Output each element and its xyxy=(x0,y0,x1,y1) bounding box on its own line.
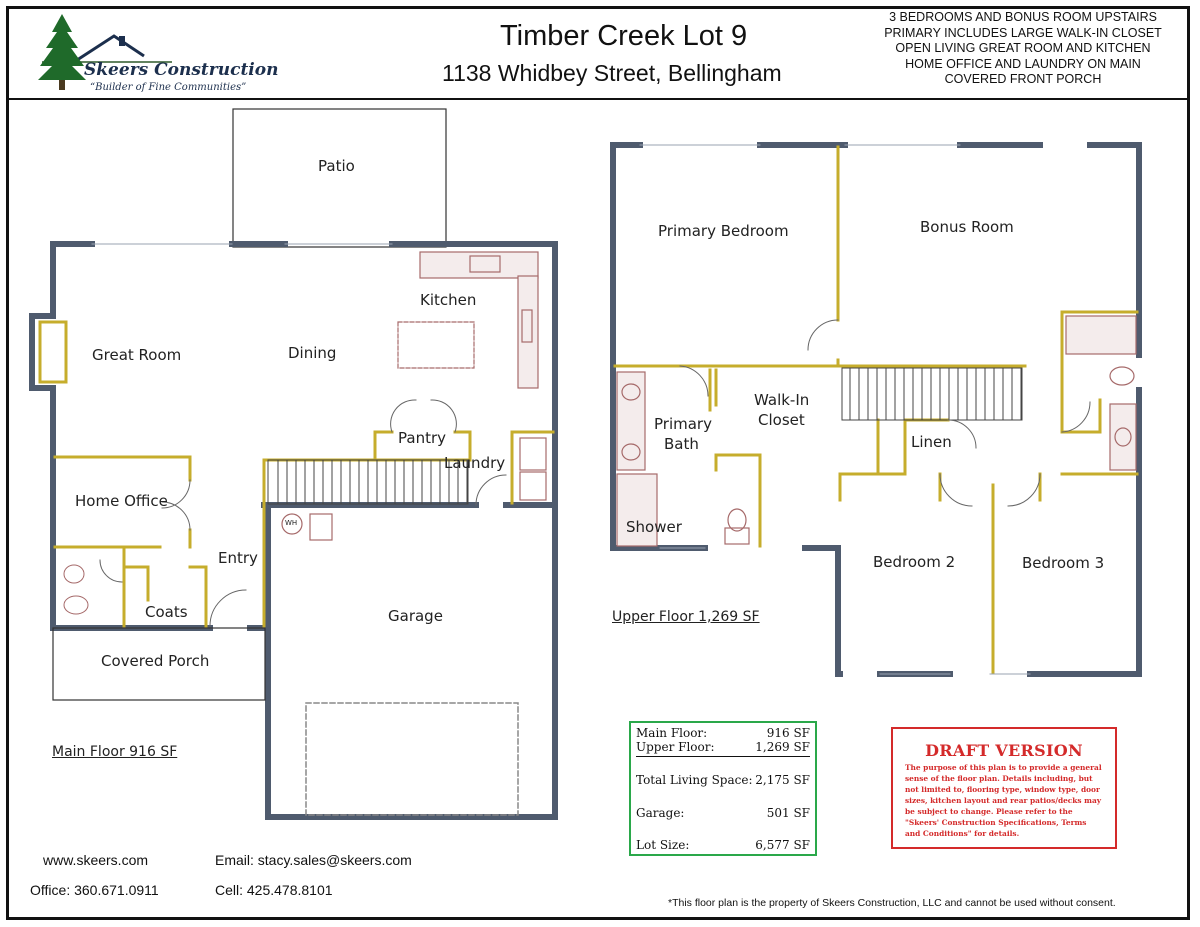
room-primary-bedroom: Primary Bedroom xyxy=(658,222,789,240)
room-walk-in-closet: Walk-In xyxy=(754,391,810,409)
square-footage-table: Main Floor: 916 SF Upper Floor: 1,269 SF… xyxy=(629,721,817,856)
plan-title: Timber Creek Lot 9 xyxy=(500,20,748,52)
room-home-office: Home Office xyxy=(75,492,168,510)
stat-value: 6,577 SF xyxy=(755,838,810,852)
covered-porch-outline xyxy=(52,627,266,701)
room-bedroom-3: Bedroom 3 xyxy=(1022,554,1105,572)
feature-item: OPEN LIVING GREAT ROOM AND KITCHEN xyxy=(895,41,1151,55)
stat-key: Garage: xyxy=(636,806,685,820)
company-name: Skeers Construction xyxy=(84,60,279,80)
fireplace-hearth xyxy=(38,320,68,384)
room-shower: Shower xyxy=(626,518,682,536)
stat-value: 501 SF xyxy=(766,806,810,820)
stat-row: Lot Size: 6,577 SF xyxy=(636,838,810,854)
stat-row: Upper Floor: 1,269 SF xyxy=(636,740,810,757)
stat-key: Upper Floor: xyxy=(636,740,715,754)
stat-value: 916 SF xyxy=(766,726,810,740)
main-floor-area-label: Main Floor 916 SF xyxy=(52,744,178,760)
header-divider xyxy=(9,98,1190,100)
draft-notice: DRAFT VERSION The purpose of this plan i… xyxy=(891,727,1117,849)
room-pantry: Pantry xyxy=(398,429,446,447)
copyright-footer: *This floor plan is the property of Skee… xyxy=(668,897,1116,909)
feature-item: HOME OFFICE AND LAUNDRY ON MAIN xyxy=(905,56,1141,71)
room-bonus-room: Bonus Room xyxy=(920,218,1014,236)
email-link[interactable]: Email: stacy.sales@skeers.com xyxy=(215,852,412,868)
room-walk-in-closet-line2: Closet xyxy=(758,411,805,429)
logo-graphic xyxy=(38,14,172,90)
upper-floor-area-label: Upper Floor 1,269 SF xyxy=(612,609,760,625)
room-great-room: Great Room xyxy=(92,346,182,364)
feature-item: PRIMARY INCLUDES LARGE WALK-IN CLOSET xyxy=(884,25,1162,40)
room-kitchen: Kitchen xyxy=(420,291,477,309)
main-exterior-walls xyxy=(29,241,558,820)
room-dining: Dining xyxy=(288,344,337,362)
water-heater-label: WH xyxy=(285,519,298,527)
cell-phone: Cell: 425.478.8101 xyxy=(215,882,333,898)
room-primary-bath-line2: Bath xyxy=(664,435,699,453)
stat-key: Main Floor: xyxy=(636,726,708,740)
feature-list: 3 BEDROOMS AND BONUS ROOM UPSTAIRS PRIMA… xyxy=(858,10,1188,88)
garage-door xyxy=(305,702,519,816)
patio-outline xyxy=(232,108,447,248)
feature-item: 3 BEDROOMS AND BONUS ROOM UPSTAIRS xyxy=(889,10,1157,24)
stat-row: Total Living Space: 2,175 SF xyxy=(636,773,810,789)
room-linen: Linen xyxy=(911,433,952,451)
company-tagline: “Builder of Fine Communities” xyxy=(90,82,247,93)
main-interior-walls xyxy=(53,430,555,628)
company-logo: Skeers Construction “Builder of Fine Com… xyxy=(22,12,278,96)
stat-key: Lot Size: xyxy=(636,838,690,852)
room-garage: Garage xyxy=(388,607,443,625)
website-link[interactable]: www.skeers.com xyxy=(43,852,149,868)
draft-heading: DRAFT VERSION xyxy=(925,741,1083,760)
room-primary-bath: Primary xyxy=(654,415,712,433)
room-patio: Patio xyxy=(318,157,355,175)
stat-value: 2,175 SF xyxy=(755,773,810,787)
room-bedroom-2: Bedroom 2 xyxy=(873,553,956,571)
draft-body: The purpose of this plan is to provide a… xyxy=(905,763,1102,838)
office-phone: Office: 360.671.0911 xyxy=(30,882,159,898)
room-covered-porch: Covered Porch xyxy=(101,652,210,670)
stat-row: Main Floor: 916 SF xyxy=(636,726,810,742)
stat-row: Garage: 501 SF xyxy=(636,806,810,822)
stat-key: Total Living Space: xyxy=(636,773,753,787)
room-laundry: Laundry xyxy=(444,454,506,472)
plan-address: 1138 Whidbey Street, Bellingham xyxy=(442,60,782,86)
stat-value: 1,269 SF xyxy=(755,740,810,754)
page-frame xyxy=(6,6,1190,920)
feature-item: COVERED FRONT PORCH xyxy=(944,72,1102,86)
room-coats: Coats xyxy=(145,603,188,621)
room-entry: Entry xyxy=(218,549,258,567)
